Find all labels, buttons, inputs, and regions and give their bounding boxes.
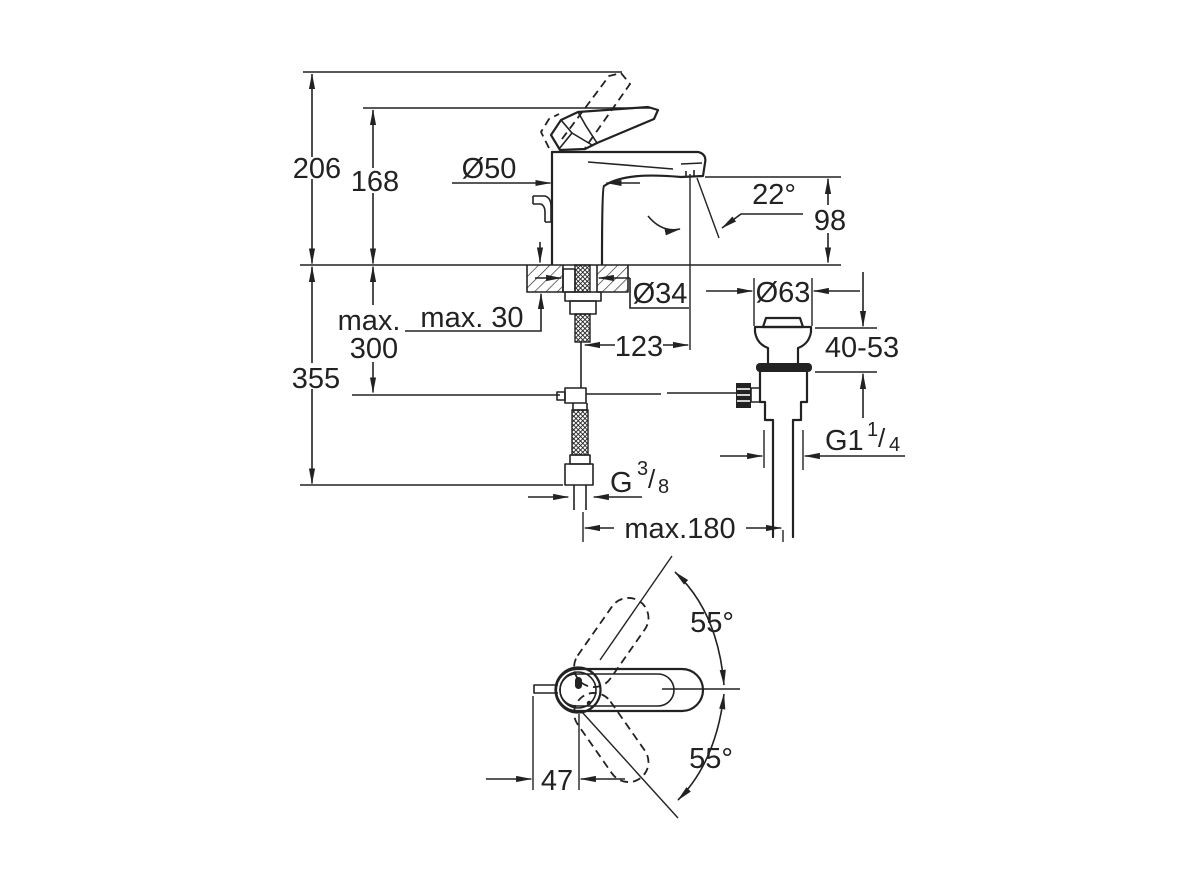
- supply-hex-connector: [564, 463, 594, 486]
- dim-supply-thread-main: G: [610, 467, 633, 499]
- handle-dot-mark: [586, 700, 592, 706]
- seal-ring: [756, 363, 812, 372]
- dim-spout-offset: 47: [486, 696, 625, 797]
- mounting-and-supply: [556, 264, 602, 510]
- top-view: 55° 55° 47: [486, 555, 740, 819]
- lever-raised-dashed: [540, 72, 631, 149]
- handle-swing-dashed-positions: [573, 597, 650, 783]
- threaded-stud: [574, 313, 591, 343]
- handle-top-face: [559, 673, 675, 707]
- waste-assembly: [736, 316, 813, 539]
- dim-waste-thread-sup: 1: [867, 419, 878, 441]
- handle-indicator-mark: [575, 677, 582, 689]
- waste-adjust-knob: [736, 383, 761, 408]
- dim-spout-height-label: 98: [814, 205, 846, 237]
- handle-swing-annotation: 55° 55°: [581, 555, 734, 819]
- dim-hose-length-prefix: max.: [338, 305, 401, 337]
- dim-counter-thickness-label: max. 30: [420, 302, 523, 334]
- dim-hole-diameter-label: Ø34: [633, 278, 688, 310]
- dim-height-handle-label: 168: [351, 166, 399, 198]
- dim-swing-upper-label: 55°: [690, 607, 734, 639]
- dim-hole-diameter: Ø34: [535, 274, 689, 310]
- dim-spout-height: 98: [814, 177, 846, 264]
- dimension-lines: 206 168 Ø50 22° 98: [292, 73, 905, 545]
- spout-stub: [533, 684, 558, 694]
- aerator: [680, 162, 703, 176]
- dim-supply-thread-sub: 8: [658, 476, 669, 498]
- flex-hose: [564, 403, 594, 510]
- dim-clamping-range-label: 40-53: [825, 332, 899, 364]
- dim-depth-below: 355: [292, 265, 340, 485]
- dim-hose-length-value: 300: [350, 333, 398, 365]
- dim-spout-reach: 123: [583, 331, 690, 363]
- dim-waste-thread-slash: /: [878, 423, 886, 453]
- dim-spout-reach-label: 123: [615, 331, 663, 363]
- dim-stream-angle-label: 22°: [752, 179, 796, 211]
- dim-rod-distance-label: max.180: [624, 513, 735, 545]
- dim-height-total-label: 206: [293, 153, 341, 185]
- dim-supply-thread: G 3 / 8: [528, 458, 669, 501]
- drain-pull-hook: [532, 195, 552, 223]
- top-view-body: [533, 666, 740, 714]
- mounting-nut: [569, 300, 597, 315]
- dim-depth-below-label: 355: [292, 363, 340, 395]
- dim-waste-thread: G1 1 / 4: [720, 419, 905, 470]
- faucet-body: [532, 150, 707, 266]
- dim-waste-thread-main: G1: [825, 425, 864, 457]
- dim-waste-thread-sub: 4: [889, 434, 900, 456]
- water-stream-line: [696, 177, 720, 239]
- pop-up-plug: [761, 316, 805, 329]
- dim-spout-offset-label: 47: [541, 765, 573, 797]
- dim-swing-lower-label: 55°: [689, 743, 733, 775]
- dim-supply-thread-sup: 3: [637, 458, 648, 480]
- handle-outline: [554, 667, 705, 713]
- pop-up-rod: [586, 392, 736, 395]
- dim-waste-flange-label: Ø63: [756, 277, 811, 309]
- reference-lines: [300, 71, 841, 486]
- dim-supply-thread-slash: /: [648, 464, 656, 494]
- lever-handle: [549, 105, 660, 152]
- rod-coupling: [556, 387, 587, 404]
- side-view: 206 168 Ø50 22° 98: [292, 71, 905, 545]
- dim-rod-distance: max.180: [582, 512, 784, 545]
- dim-stream-angle: 22°: [721, 179, 803, 229]
- swivel-arrow: [647, 215, 681, 236]
- dim-hose-length: max. 300: [338, 265, 401, 394]
- dim-body-diameter: Ø50: [452, 153, 640, 187]
- dim-height-handle: 168: [351, 109, 399, 265]
- dim-body-diameter-label: Ø50: [462, 153, 517, 185]
- dim-counter-thickness: max. 30: [405, 242, 545, 334]
- mounting-washer: [564, 291, 602, 302]
- dim-waste-flange: Ø63: [706, 277, 860, 326]
- dim-height-total: 206: [293, 73, 341, 265]
- dim-clamping-range: 40-53: [815, 272, 899, 418]
